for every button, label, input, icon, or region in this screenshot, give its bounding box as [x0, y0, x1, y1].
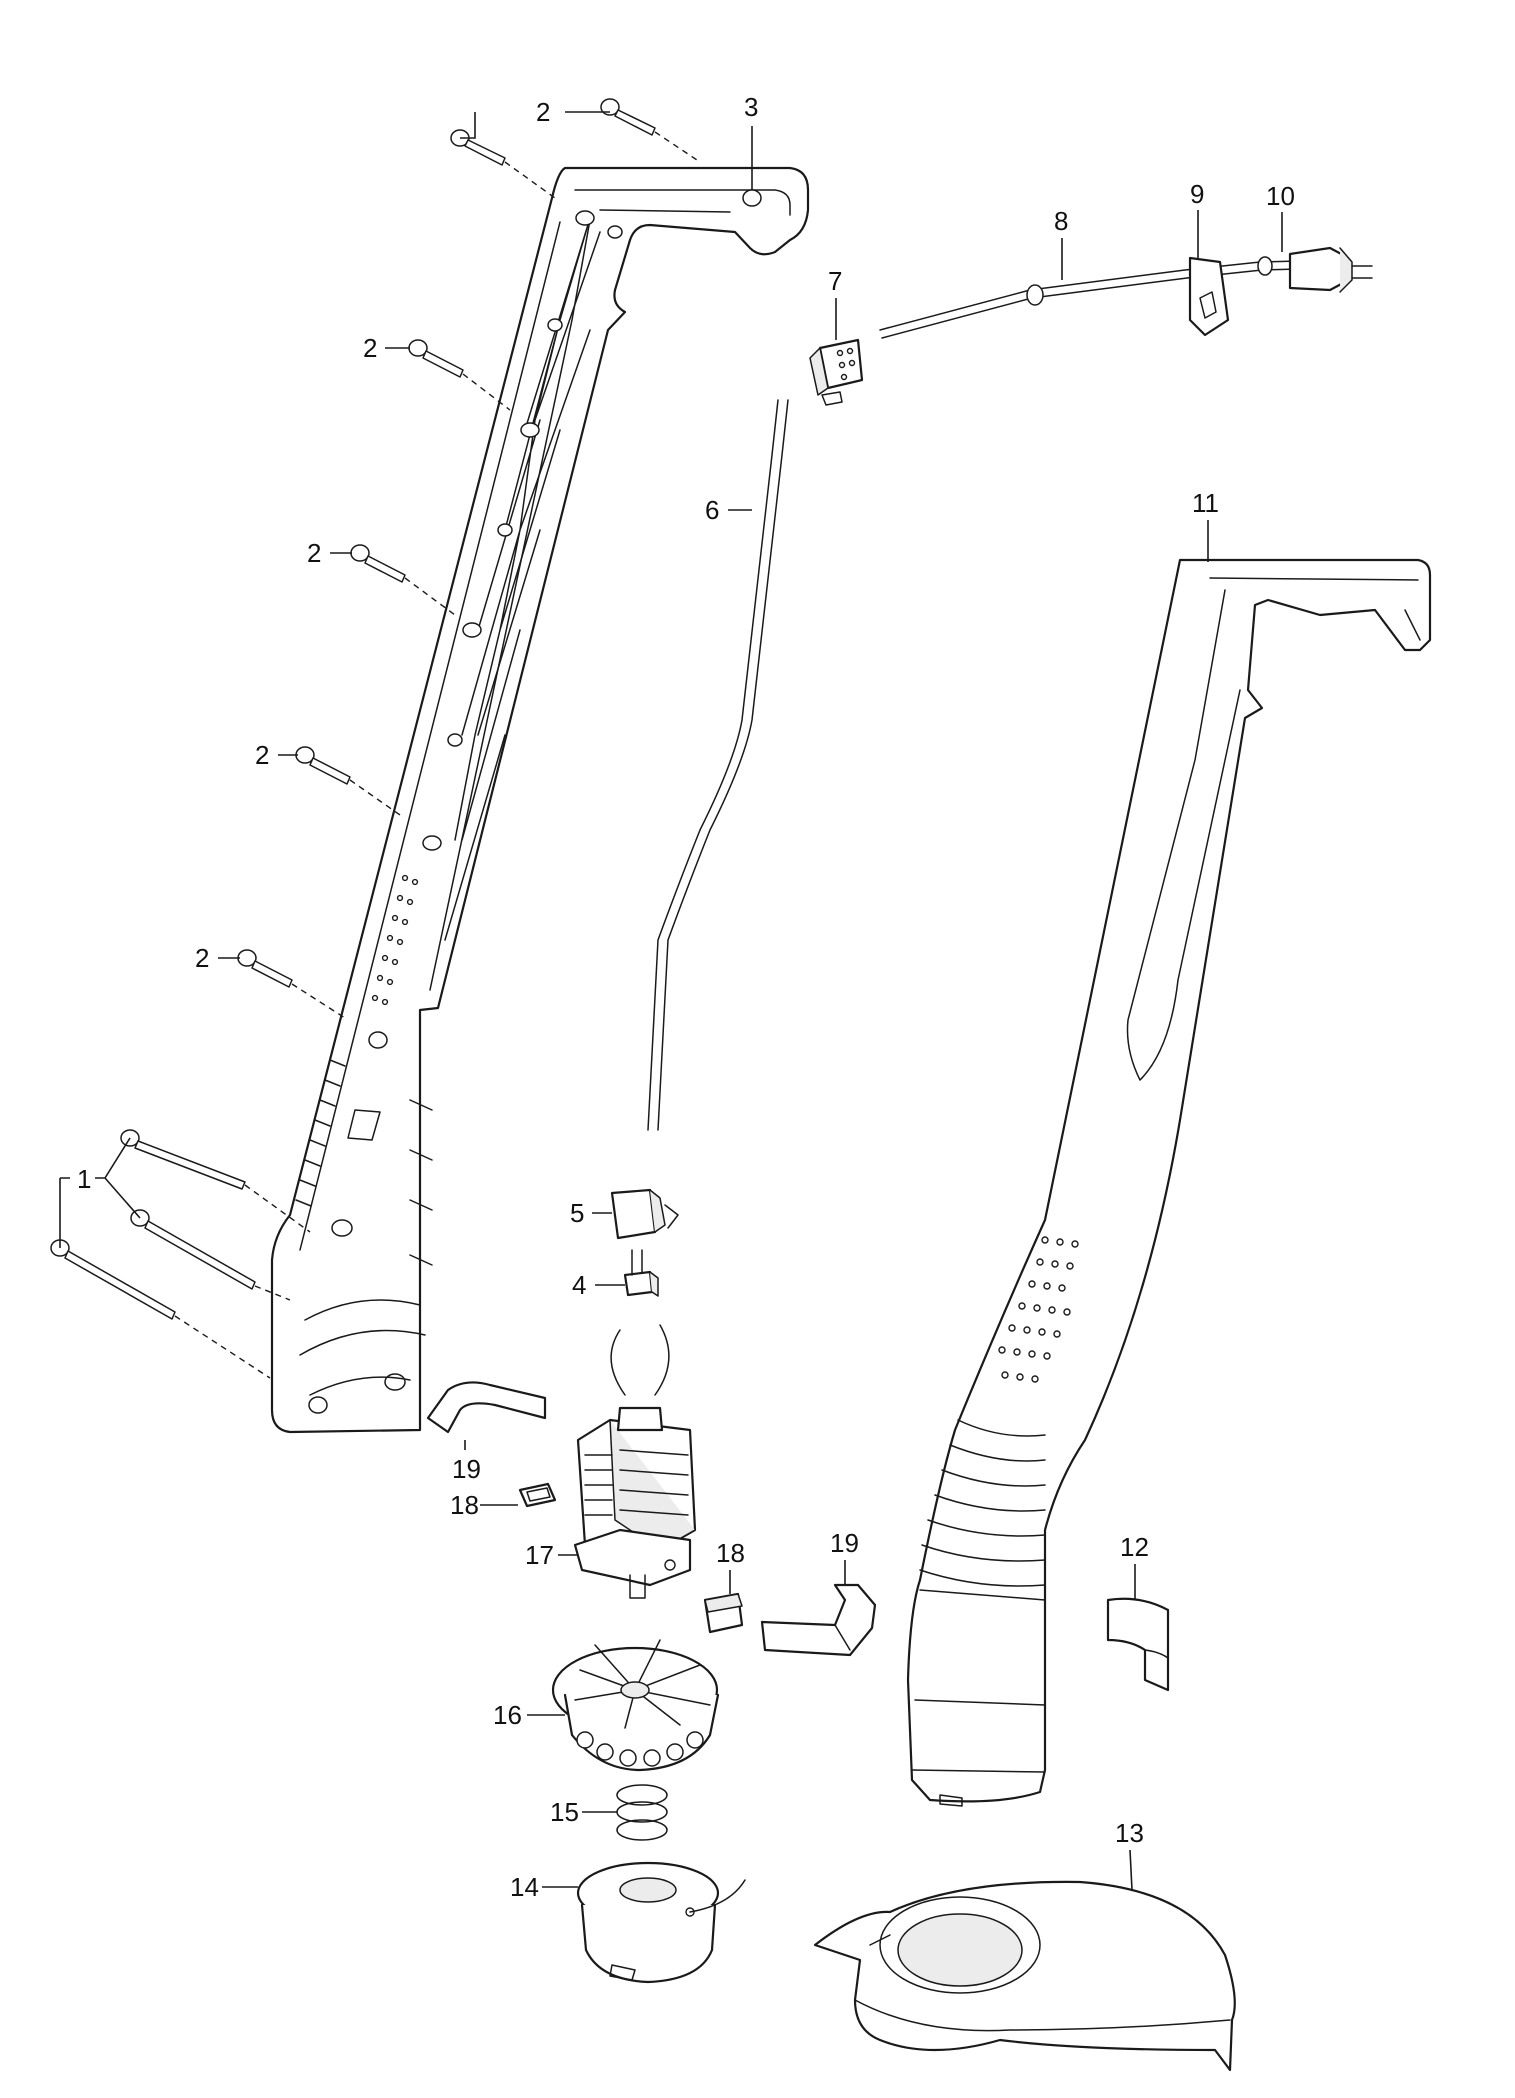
callout-11: 11: [1192, 488, 1219, 518]
callout-15: 15: [550, 1797, 579, 1827]
callout-2: 2: [255, 740, 269, 770]
bracket-19-left: [426, 1381, 547, 1434]
block-18-left: [518, 1482, 557, 1508]
callout-labels: 1 2 2 2 2 2 3 4 5 6 7 8 9 10 11 12 13 14…: [77, 92, 1295, 1902]
callout-10: 10: [1266, 181, 1295, 211]
fan-16: [551, 1639, 720, 1772]
switch-5: [610, 1188, 679, 1240]
callout-2: 2: [307, 538, 321, 568]
connector-block-7: [809, 338, 864, 406]
callout-2: 2: [363, 333, 377, 363]
callout-3: 3: [744, 92, 758, 122]
callout-9: 9: [1190, 179, 1204, 209]
cable-6: [647, 399, 789, 1131]
callout-7: 7: [828, 266, 842, 296]
callout-12: 12: [1120, 1532, 1149, 1562]
callout-19: 19: [830, 1528, 859, 1558]
guard-13: [813, 1880, 1236, 2072]
callout-1: 1: [77, 1164, 91, 1194]
plug-10: [1288, 246, 1373, 293]
callout-13: 13: [1115, 1818, 1144, 1848]
block-18-right: [703, 1592, 744, 1634]
strain-relief-9: [1188, 256, 1230, 337]
bracket-19-right: [760, 1583, 877, 1657]
housing-half-left: [270, 166, 810, 1434]
clip-12: [1106, 1597, 1170, 1692]
screw-set-2: [237, 98, 701, 1019]
screw-set-1: [50, 1129, 311, 1379]
spring-15: [616, 1784, 668, 1841]
callout-17: 17: [525, 1540, 554, 1570]
callout-8: 8: [1054, 206, 1068, 236]
callout-2: 2: [195, 943, 209, 973]
callout-5: 5: [570, 1198, 584, 1228]
leader-lines: [59, 111, 1283, 1891]
callout-14: 14: [510, 1872, 539, 1902]
callout-4: 4: [572, 1270, 586, 1300]
power-cord-8: [879, 256, 1341, 339]
switch-contact-4: [623, 1249, 659, 1297]
callout-18: 18: [716, 1538, 745, 1568]
motor-17: [573, 1324, 697, 1599]
housing-half-right: [906, 558, 1432, 1807]
callout-16: 16: [493, 1700, 522, 1730]
spool-14: [576, 1861, 746, 1984]
callout-2: 2: [536, 97, 550, 127]
callout-18: 18: [450, 1490, 479, 1520]
callout-19: 19: [452, 1454, 481, 1484]
callout-6: 6: [705, 495, 719, 525]
